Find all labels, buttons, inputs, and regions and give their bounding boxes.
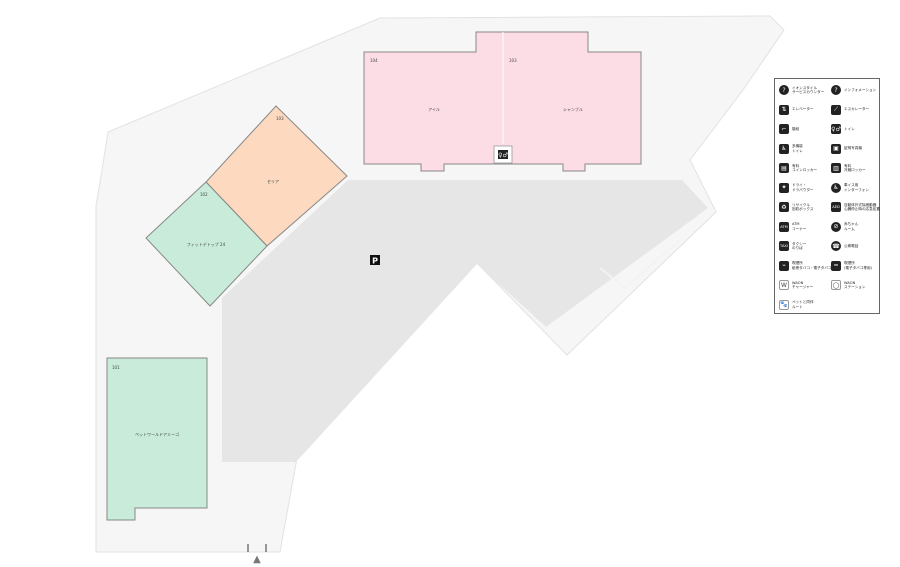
legend-label: 証明写真機 [844,146,862,151]
phone-icon: ☎ [831,241,841,251]
waon-charger-icon: W [779,280,789,290]
legend-label: 多機能 トイレ [792,144,803,153]
legend-label: 赤ちゃん ルーム [844,222,859,231]
parking-inner-wall [599,239,681,290]
legend-label: 喫煙所 (電子タバコ専用) [844,261,872,270]
question-icon: ? [779,85,789,95]
legend-label: 自動体外式除細動器 心臓停止時の応急処置 [844,202,880,211]
legend-item-information: ?インフォメーション [831,85,884,95]
parking-symbol: P [372,257,378,266]
store-number-103b: 103 [276,116,284,121]
legend-item-recycle: ♻リサイクル 回収ボックス [779,202,832,212]
stairs-icon: ⌐ [779,124,789,134]
legend-label: ドライ・ ドラパウダー [792,183,814,192]
legend-label: 階段 [792,126,800,131]
legend-item-escalator: ⟋エスカレーター [831,104,884,115]
legend-item-elevator: ⇅エレベーター [779,104,832,115]
legend-item-baby-room: ⊘赤ちゃん ルーム [831,221,884,232]
legend-label: ペットと同伴 ルート [792,300,814,309]
legend-label: WAON ステーション [844,280,866,289]
legend-label: インフォメーション [844,87,877,92]
e-cigarette-area-icon: ━ [831,260,841,271]
store-number-102: 102 [200,192,208,197]
legend-label: WAON チャージャー [792,280,814,289]
taxi-icon: TAXI [779,241,789,251]
escalator-icon: ⟋ [831,104,841,115]
legend-label: リサイクル 回収ボックス [792,202,814,211]
store-number-104: 104 [370,58,378,63]
legend-item-phone: ☎公衆電話 [831,241,884,251]
information-icon: ? [831,85,841,95]
waon-station-icon: ◯ [831,280,841,290]
elevator-icon: ⇅ [779,104,789,115]
store-name-fit: フィットデトップ 24 [187,241,226,247]
baby-room-icon: ⊘ [831,221,841,232]
store-number-103a: 103 [509,58,517,63]
legend-label: エレベーター [792,107,814,112]
restroom-icon [498,150,508,159]
smoking-area-icon: ⌁ [779,260,789,271]
atm-icon: ATM [779,221,789,232]
legend-item-cold-locker: ▥有料 冷蔵ロッカー [831,163,884,173]
legend-label: エスカレーター [844,107,870,112]
legend-label: タクシー のりば [792,241,807,250]
legend-item-question: ?イオンスタイル サービスカウンター [779,85,832,95]
legend-item-e-cigarette-area: ━喫煙所 (電子タバコ専用) [831,260,884,271]
legend-item-atm-kiosk: ▣証明写真機 [831,143,884,154]
legend-item-waon-station: ◯WAON ステーション [831,280,884,290]
legend-item-smoking-area: ⌁喫煙所 紙巻タバコ・電子タバコ [779,260,832,271]
store-name-aile: アイル [428,107,440,112]
legend-label: 有料 冷蔵ロッカー [844,163,866,172]
accessible-toilet-icon: ♿ [779,143,789,154]
wheelchair-intercom-icon: ♿ [831,182,841,193]
legend-label: 公衆電話 [844,243,859,248]
legend-item-restroom: ♀♂トイレ [831,124,884,134]
map-legend: ?イオンスタイル サービスカウンター?インフォメーション⇅エレベーター⟋エスカレ… [774,78,880,314]
entrance-arrow-icon[interactable]: ▲ [253,554,261,565]
recycle-icon: ♻ [779,202,789,212]
legend-label: 喫煙所 紙巻タバコ・電子タバコ [792,261,832,270]
store-name-petworld: ペットワールドアミーゴ [135,431,179,437]
parking-area [222,180,708,462]
parking-icon[interactable] [370,255,380,265]
powder-room-icon: ✦ [779,182,789,193]
legend-label: 有料 コインロッカー [792,163,818,172]
legend-item-stairs: ⌐階段 [779,124,832,134]
legend-item-powder-room: ✦ドライ・ ドラパウダー [779,182,832,193]
store-fit-block[interactable] [145,181,268,307]
legend-label: イオンスタイル サービスカウンター [792,85,825,94]
store-name-shambre: シャンブル [563,106,583,112]
legend-item-pet-room: 🐾ペットと同伴 ルート [779,299,832,310]
coin-locker-icon: ▤ [779,163,789,173]
store-number-101: 101 [112,365,120,370]
atm-kiosk-icon: ▣ [831,143,841,154]
store-name-seria: セリア [267,179,279,184]
pet-room-icon: 🐾 [779,299,789,310]
legend-label: トイレ [844,126,855,131]
restroom-icon: ♀♂ [831,124,841,134]
aed-icon: AED [831,202,841,212]
restroom-glyph: ♀♂ [498,152,508,159]
legend-label: ATM コーナー [792,222,807,231]
cold-locker-icon: ▥ [831,163,841,173]
store-petworld-block[interactable] [106,357,208,521]
legend-item-wheelchair-intercom: ♿車イス用 インターフォン [831,182,884,193]
legend-item-accessible-toilet: ♿多機能 トイレ [779,143,832,154]
legend-item-coin-locker: ▤有料 コインロッカー [779,163,832,173]
legend-label: 車イス用 インターフォン [844,183,869,192]
